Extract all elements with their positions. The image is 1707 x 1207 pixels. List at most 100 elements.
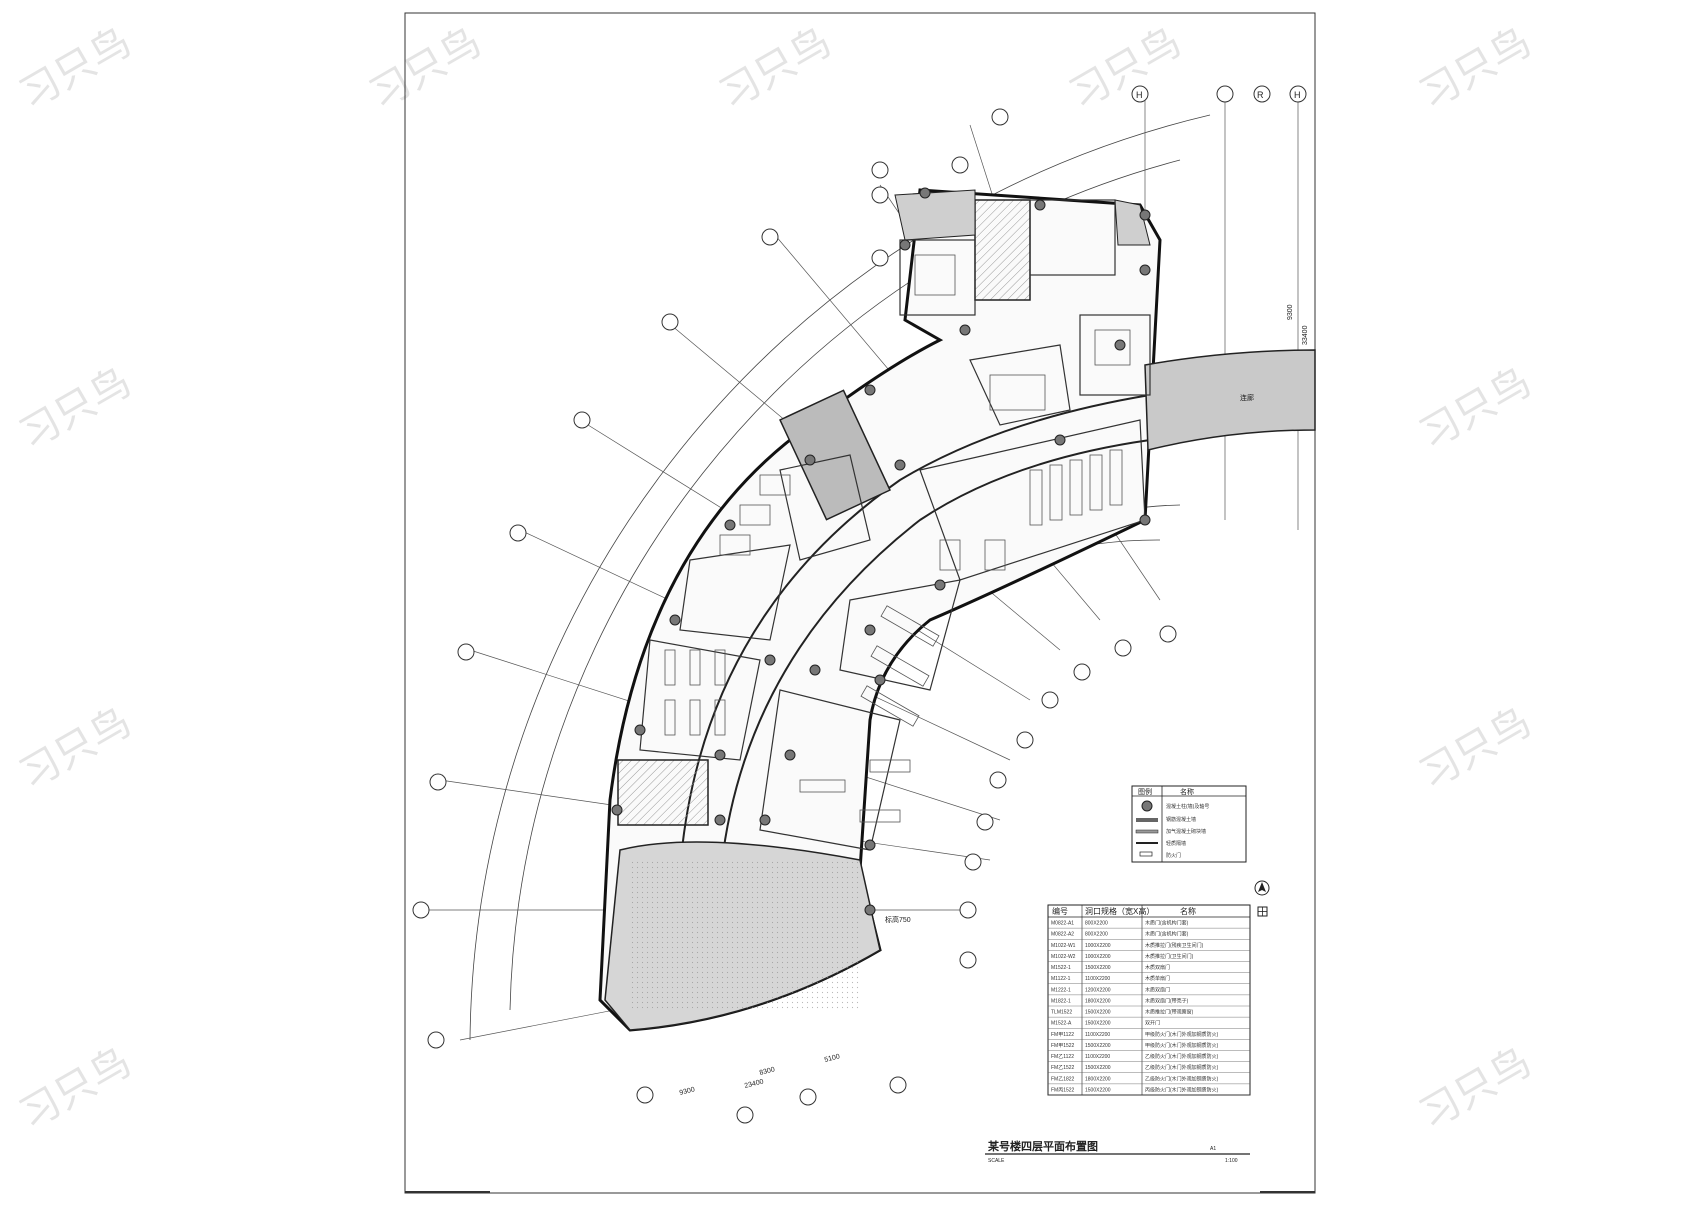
svg-text:习只鸟: 习只鸟 (12, 19, 139, 119)
schedule-cell-size: 1500X2200 (1085, 1021, 1111, 1027)
schedule-cell-code: M1122-1 (1051, 976, 1071, 982)
sheet-frame (404, 12, 1316, 1194)
axis-bubble (959, 951, 977, 969)
schedule-cell-size: 1500X2200 (1085, 1065, 1111, 1071)
dim-seg-c: 5100 (824, 1053, 841, 1064)
axis-bubble (661, 313, 679, 331)
schedule-cell-name: 乙级防火门(木门外观加钢质防火) (1145, 1053, 1219, 1060)
schedule-cell-code: M1522-1 (1051, 965, 1071, 971)
corridor-wall-inner (719, 439, 1151, 881)
title-block: 某号楼四层平面布置图 SCALE A1 1:100 (985, 1139, 1250, 1164)
schedule-cell-name: 木质推拉门(残疾卫生间门) (1145, 942, 1204, 949)
axis-bubble (412, 901, 430, 919)
dim-seg-a: 9300 (679, 1086, 696, 1097)
dimension-labels: 23400 9300 8300 5100 33400 9300 标高750 连廊 (679, 304, 1309, 1097)
legend-partition-symbol (1136, 842, 1158, 844)
door-schedule-table: 编号 洞口规格（宽X高） 名称 M0822-A1 800X2200 木质门(含机构门… (1047, 904, 1251, 1096)
schedule-cell-code: M1522-A (1051, 1021, 1072, 1027)
schedule-cell-code: M1222-1 (1051, 987, 1071, 993)
axis-bubble (959, 901, 977, 919)
axis-bubble (761, 228, 779, 246)
axis-bubble (429, 773, 447, 791)
grid-marker-icon (1257, 906, 1268, 917)
schedule-cell-size: 800X2200 (1085, 932, 1108, 938)
axis-bubble (989, 771, 1007, 789)
legend-fire-door-symbol (1139, 851, 1153, 857)
meeting-room-ne (1079, 314, 1151, 396)
mid-stair-core (779, 389, 891, 521)
schedule-header-size: 洞口规格（宽X高） (1085, 906, 1154, 916)
axis-bubble (951, 156, 969, 174)
structural-columns (611, 187, 1151, 916)
compass-seal-icon (1254, 880, 1270, 896)
schedule-cell-code: FM甲1522 (1051, 1043, 1075, 1049)
axis-bubble (1016, 731, 1034, 749)
svg-text:习只鸟: 习只鸟 (1412, 359, 1539, 459)
schedule-header-code: 编号 (1052, 906, 1068, 916)
svg-text:习只鸟: 习只鸟 (1412, 1039, 1539, 1139)
dim-seg-b: 8300 (759, 1066, 776, 1077)
dim-bridge-top: 33400 (1302, 325, 1309, 345)
legend-item: 混凝土柱(墙)及轴号 (1166, 803, 1209, 810)
legend-header-symbol: 图例 (1138, 787, 1152, 796)
scale-label: SCALE (988, 1158, 1005, 1164)
corridor-wall-outer (679, 394, 1151, 871)
schedule-cell-name: 丙级防火门(木门外观加钢质防火) (1145, 1086, 1219, 1093)
axis-bubble (1159, 625, 1177, 643)
schedule-cell-size: 1100X2200 (1085, 976, 1110, 982)
axis-bubble (427, 1031, 445, 1049)
schedule-cell-code: FM丙1522 (1051, 1087, 1075, 1093)
schedule-cell-size: 800X2200 (1085, 921, 1108, 927)
bridge-label: 连廊 (1240, 393, 1254, 402)
schedule-cell-code: M1822-1 (1051, 998, 1071, 1004)
scale-value: 1:100 (1225, 1158, 1238, 1164)
drawing-title: 某号楼四层平面布置图 (987, 1139, 1098, 1153)
schedule-cell-size: 1200X2200 (1085, 987, 1111, 993)
legend-item: 加气混凝土砌块墙 (1166, 828, 1206, 835)
axis-bubbles (412, 85, 1307, 1124)
schedule-cell-size: 1000X2200 (1085, 943, 1111, 949)
axis-label: R (1257, 90, 1264, 100)
schedule-cell-name: 甲级防火门(木门外观加钢质防火) (1145, 1031, 1219, 1038)
schedule-cell-code: M0822-A1 (1051, 921, 1074, 927)
axis-bubble (636, 1086, 654, 1104)
axis-bubble (1073, 663, 1091, 681)
schedule-cell-size: 1100X2200 (1085, 1054, 1110, 1060)
schedule-cell-name: 乙级防火门(木门外观加钢质防火) (1145, 1075, 1219, 1082)
axis-bubble (1253, 85, 1271, 103)
schedule-cell-code: FM乙1822 (1051, 1075, 1075, 1082)
legend-item: 防火门 (1166, 852, 1181, 859)
schedule-cell-name: 木质双扇门 (1145, 986, 1170, 993)
legend-block-wall-symbol (1135, 829, 1159, 834)
schedule-cell-size: 1800X2200 (1085, 1076, 1111, 1082)
axis-bubble (871, 249, 889, 267)
axis-bubble (1131, 85, 1149, 103)
schedule-cell-size: 1500X2200 (1085, 1043, 1111, 1049)
schedule-cell-name: 木质门(含机构门套) (1145, 931, 1189, 938)
schedule-cell-size: 1500X2200 (1085, 1010, 1111, 1016)
meeting-room-north (899, 239, 976, 316)
schedule-cell-name: 双开门 (1145, 1020, 1160, 1027)
schedule-cell-code: FM甲1122 (1051, 1032, 1074, 1038)
svg-text:习只鸟: 习只鸟 (712, 19, 839, 119)
legend-box: 图例 名称 混凝土柱(墙)及轴号 钢筋混凝土墙 加气混凝土砌块墙 轻质隔墙 防火… (1131, 785, 1247, 863)
classroom-a (779, 454, 871, 561)
schedule-cell-name: 木质双扇门(带亮子) (1145, 997, 1189, 1004)
axis-bubble (457, 643, 475, 661)
bridge-corridor (1144, 349, 1316, 451)
lecture-room (679, 544, 791, 641)
legend-concrete-wall-symbol (1136, 818, 1158, 822)
schedule-cell-size: 1100X2200 (1085, 1032, 1110, 1038)
axis-bubble (573, 411, 591, 429)
study-area (839, 579, 961, 691)
axis-bubble (1114, 639, 1132, 657)
schedule-cell-name: 木质门(含机构门套) (1145, 920, 1189, 927)
schedule-cell-name: 木质单扇门 (1145, 975, 1170, 982)
axis-bubble (1289, 85, 1307, 103)
schedule-header-name: 名称 (1180, 906, 1196, 916)
svg-text:习只鸟: 习只鸟 (1412, 699, 1539, 799)
schedule-cell-size: 1500X2200 (1085, 965, 1111, 971)
svg-text:习只鸟: 习只鸟 (1412, 19, 1539, 119)
schedule-cell-size: 1000X2200 (1085, 954, 1111, 960)
